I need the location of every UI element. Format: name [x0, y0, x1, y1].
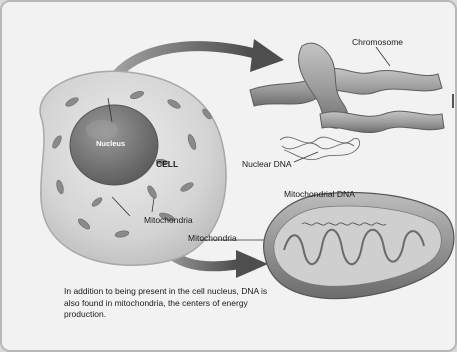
nucleus-label: Nucleus — [96, 140, 125, 148]
mitochondria-label: Mitochondria — [188, 234, 237, 243]
cell-mitochondria-label: Mitochondria — [144, 216, 193, 225]
chromosome-label: Chromosome — [352, 38, 403, 47]
mitochondrial-dna-label: Mitochondrial DNA — [284, 190, 355, 199]
nuclear-dna-label: Nuclear DNA — [242, 160, 292, 169]
cell-label: CELL — [156, 160, 178, 169]
caption-text: In addition to being present in the cell… — [64, 286, 284, 321]
